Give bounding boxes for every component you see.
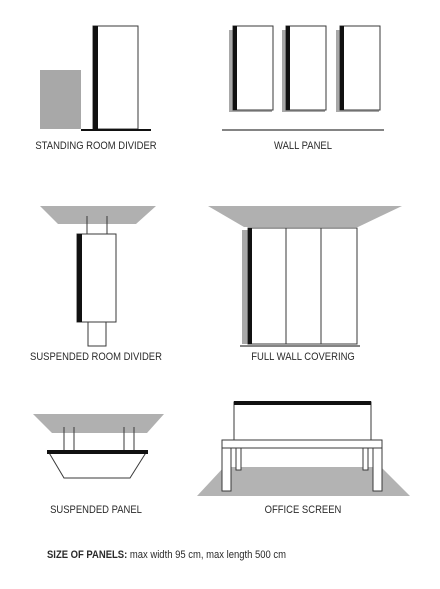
label-suspended-room-divider: SUSPENDED ROOM DIVIDER xyxy=(30,351,162,363)
standing-room-divider-illustration xyxy=(40,25,151,131)
suspended-divider-panel xyxy=(76,233,117,323)
suspended-panel-ceiling xyxy=(33,414,164,433)
panel-size-footnote: SIZE OF PANELS: max width 95 cm, max len… xyxy=(47,549,286,561)
full-wall-ceiling xyxy=(208,206,402,227)
office-screen-desk-leg-left xyxy=(221,447,232,492)
footnote-text: max width 95 cm, max length 500 cm xyxy=(127,549,287,561)
office-screen-desk-leg-right xyxy=(372,447,383,492)
office-screen-panel-edge xyxy=(234,401,371,405)
wall-panel-1 xyxy=(232,25,274,111)
wall-panel-2-edge xyxy=(286,26,290,110)
wall-panel-3-edge xyxy=(340,26,344,110)
label-full-wall-covering: FULL WALL COVERING xyxy=(251,351,355,363)
suspended-room-divider-illustration xyxy=(40,206,156,347)
suspended-divider-stand xyxy=(87,321,107,347)
footnote-heading: SIZE OF PANELS: xyxy=(47,549,128,561)
label-office-screen: OFFICE SCREEN xyxy=(264,504,342,516)
suspended-divider-ceiling xyxy=(40,206,156,224)
full-wall-panel-2 xyxy=(285,227,322,345)
office-screen-illustration xyxy=(197,401,410,496)
office-screen-panel xyxy=(233,401,372,441)
full-wall-shadow xyxy=(242,230,250,344)
wall-panel-2 xyxy=(285,25,327,111)
label-standing-room-divider: STANDING ROOM DIVIDER xyxy=(35,140,157,152)
full-wall-panel-1-edge xyxy=(248,228,252,344)
suspended-panel-board xyxy=(47,450,148,479)
standing-divider-shadow xyxy=(40,70,81,129)
wall-panel-illustration xyxy=(222,25,384,131)
office-screen-desk-leg-back-left xyxy=(235,447,242,471)
suspended-divider-panel-edge xyxy=(77,234,82,322)
suspended-panel-board-edge xyxy=(47,450,148,454)
wall-panel-1-edge xyxy=(233,26,237,110)
full-wall-panel-1 xyxy=(247,227,287,345)
office-screen-desk-top xyxy=(221,439,383,449)
label-wall-panel: WALL PANEL xyxy=(273,140,332,152)
standing-divider-panel xyxy=(92,25,139,130)
standing-divider-panel-edge xyxy=(93,26,98,129)
suspended-panel-illustration xyxy=(33,414,164,479)
label-suspended-panel: SUSPENDED PANEL xyxy=(50,504,142,516)
wall-panel-3 xyxy=(339,25,381,111)
full-wall-panel-3 xyxy=(320,227,358,345)
office-screen-desk-leg-back-right xyxy=(362,447,369,471)
office-screen-floor xyxy=(197,467,410,496)
full-wall-covering-illustration xyxy=(208,206,402,347)
